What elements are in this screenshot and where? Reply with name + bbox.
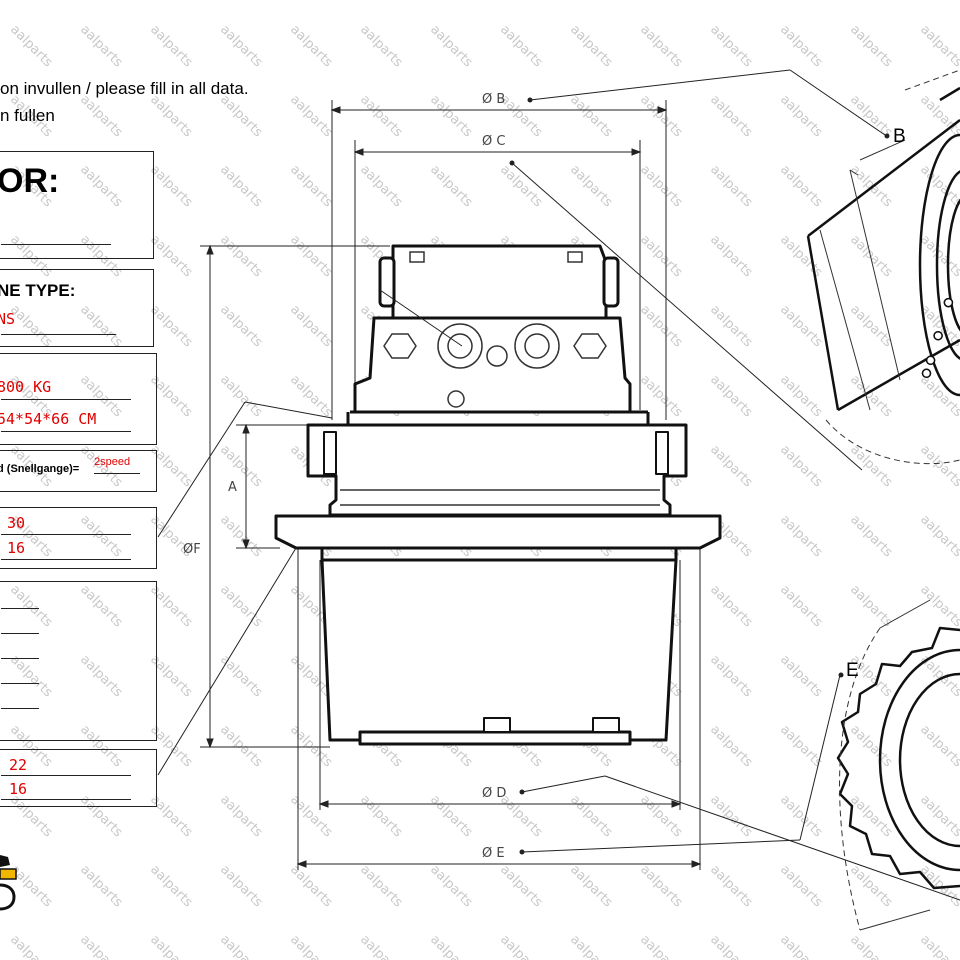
vendor-label: OR: [0, 162, 60, 200]
weight-input-line[interactable] [1, 399, 131, 400]
callout-e: E [846, 660, 859, 681]
dim-e-label: Ø E [482, 846, 505, 861]
speed-box: d (Snellgange)= 2speed [0, 450, 157, 492]
vendor-input-line[interactable] [1, 244, 111, 245]
upper-flange [306, 423, 688, 517]
main-flange [274, 514, 722, 550]
machine-type-input-line[interactable] [1, 334, 116, 335]
callout-b: B [893, 126, 906, 147]
valve-block-top [391, 244, 608, 320]
bolts1-value-a: 30 [7, 514, 26, 532]
bolts1-value-b: 16 [7, 539, 26, 557]
blank-line-4[interactable] [1, 683, 39, 684]
machine-type-value: NS [0, 310, 16, 328]
bolt-hole [943, 297, 954, 308]
bolts2-input-line-b[interactable] [1, 799, 131, 800]
bolt-hole [921, 368, 932, 379]
blank-line-2[interactable] [1, 633, 39, 634]
blank-line-5[interactable] [1, 708, 39, 709]
bolts-box-2: 22 16 [0, 749, 157, 807]
detail-sprocket [836, 626, 960, 890]
bolts2-value-a: 22 [9, 756, 28, 774]
drum-bottom-lip [358, 730, 632, 746]
weight-size-box: 800 KG 54*54*66 CM [0, 353, 157, 445]
leader-d-2 [604, 775, 960, 901]
speed-input-line[interactable] [94, 473, 140, 474]
machine-type-label: NE TYPE: [0, 281, 76, 300]
valve-plug-left [378, 256, 396, 308]
dim-d-label: Ø D [482, 786, 507, 801]
bolt-hole [933, 330, 943, 341]
leader-port [379, 289, 463, 347]
bolts1-input-line-b[interactable] [1, 559, 131, 560]
dim-a-label: A [228, 480, 237, 495]
machine-type-box: NE TYPE: NS [0, 269, 154, 347]
instruction-line-1: on invullen / please fill in all data. [0, 79, 249, 98]
detail-frame-mount [806, 86, 960, 412]
leader-d-1 [521, 775, 606, 793]
leader-e-1 [521, 839, 801, 853]
blank-fields-box [0, 581, 157, 741]
leader-to-bolts2 [157, 547, 297, 776]
leader-c [511, 162, 863, 471]
dim-c-label: Ø C [482, 134, 506, 149]
leader-b-1 [529, 69, 791, 101]
leader-b-2 [789, 69, 886, 136]
speed-label: d (Snellgange)= [0, 463, 80, 475]
bolts1-input-line-a[interactable] [1, 534, 131, 535]
dim-f-label: ØF [183, 542, 201, 557]
leader-flange [244, 401, 333, 419]
blank-line-3[interactable] [1, 658, 39, 659]
speed-value: 2speed [94, 456, 131, 468]
instruction-line-2: n fullen [0, 106, 55, 125]
bolt-hole [925, 355, 936, 366]
leader-to-bolts1 [157, 401, 246, 538]
bolts2-value-b: 16 [9, 780, 28, 798]
valve-plug-right [602, 256, 620, 308]
weight-value: 800 KG [0, 378, 52, 396]
size-value: 54*54*66 CM [0, 410, 97, 428]
bolts-box-1: 30 16 [0, 507, 157, 569]
dim-b-label: Ø B [482, 92, 506, 107]
brand-logo-fragment [0, 855, 17, 911]
vendor-box: OR: [0, 151, 154, 259]
size-input-line[interactable] [1, 431, 131, 432]
sprocket-drum [320, 558, 678, 742]
bolts2-input-line-a[interactable] [1, 775, 131, 776]
blank-line-1[interactable] [1, 608, 39, 609]
leader-e-2 [799, 674, 841, 841]
